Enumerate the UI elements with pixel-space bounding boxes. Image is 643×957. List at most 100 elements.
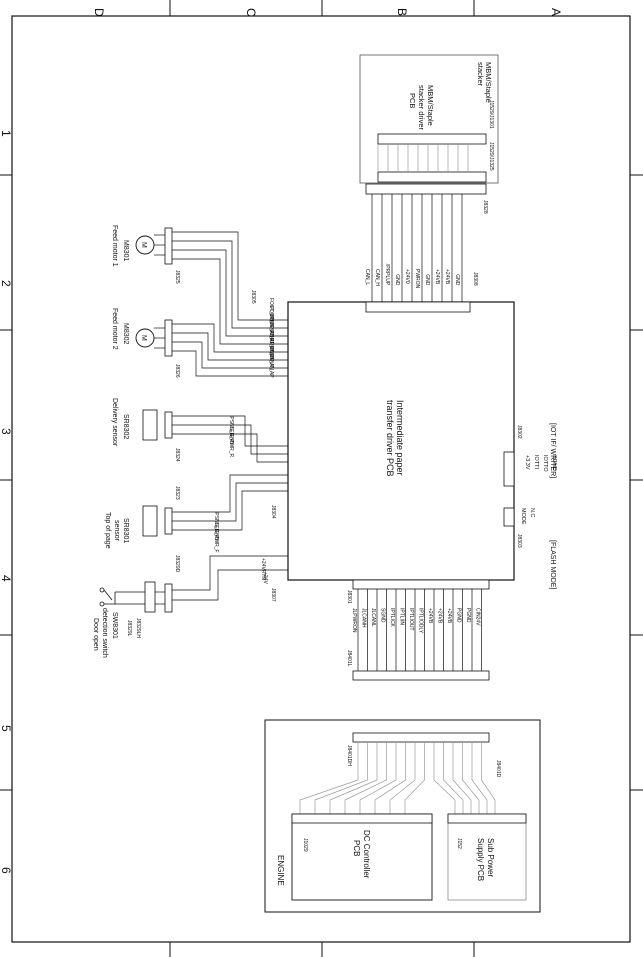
engine-wires [299, 589, 496, 814]
motor-signal-rout-bp: ROUT_BP [268, 338, 274, 362]
top-sensor-code: SR8301 [122, 518, 129, 543]
delivery-signal-0: PSNS_R [228, 416, 234, 436]
j8329d-connector [164, 583, 173, 613]
top-wire-1 [172, 482, 288, 522]
stacker-signal-6: GND [424, 274, 430, 286]
switch-wire-0 [172, 555, 288, 591]
motor-wire-6 [172, 341, 288, 369]
sub-power-supply-pcb [447, 813, 527, 901]
frame-number-6: 6 [0, 867, 13, 874]
stacker-conn-c: J8328 [482, 200, 488, 214]
dc-controller-line1: DC Controller [362, 830, 371, 879]
motor-signal-fout-an: FOUT_AN [268, 314, 274, 338]
engine-signal-11: PGND [456, 608, 462, 623]
engine-lower-wire-3 [344, 742, 387, 814]
j8329l-connector [144, 581, 156, 613]
engine-lower-wire-7 [404, 742, 425, 814]
delivery-signal-1: GND [228, 433, 234, 445]
feed-motor-1-m: M [140, 242, 147, 248]
door-switch-symbol [99, 587, 116, 607]
top-wire-2 [172, 490, 288, 531]
pcb-label-line2: transfer driver PCB [385, 400, 395, 477]
engine-signal-4: IPTLICK [389, 608, 395, 628]
conn-j8323: J8323 [174, 486, 180, 500]
feed-motor-1-name: Feed motor 1 [111, 225, 118, 267]
engine-lower-wire-5 [374, 742, 406, 814]
door-switch-line2: detection switch [101, 608, 108, 658]
stacker-pcb-line3: PCB [408, 93, 417, 108]
motor-wire-0 [172, 231, 288, 321]
pcb-label-line1: Intermediate paper [395, 400, 405, 476]
frame-letter-c: C [244, 8, 258, 17]
motor-wire-4 [172, 323, 288, 353]
engine-signal-13: CIN24V [475, 608, 481, 626]
motor-wire-7 [172, 350, 288, 377]
top-wire-0 [172, 474, 288, 513]
switch-wires [115, 555, 288, 605]
frame-number-4: 4 [0, 575, 13, 582]
stacker-pcb-line1: MBM/Staple [426, 85, 435, 126]
feed-motor-2-code: M8302 [122, 323, 129, 345]
stacker-signal-9: GND [454, 274, 460, 286]
door-switch-line1: Door open [92, 618, 99, 651]
stacker-box [359, 54, 499, 184]
engine-signal-7: IPTLIODLY [418, 608, 424, 634]
conn-j8326: J8326 [174, 364, 180, 378]
delivery-wire-2 [172, 433, 288, 463]
engine-signal-5: IPTLIIN [399, 608, 405, 625]
frame-letter-d: D [92, 8, 106, 17]
motor-signal-fout-ap: FOUT_AP [268, 322, 274, 346]
stacker-signal-5: PWRON [414, 269, 420, 289]
flash-signal-1: N.C [529, 508, 535, 518]
stacker-conn-b: J1529/J1325 [488, 142, 494, 171]
stacker-box-line1: MBM/Staple [484, 62, 493, 103]
motor-wire-3 [172, 258, 288, 345]
conn-j8329lh: J8329LH [135, 618, 141, 638]
stacker-signal-7: +24VB [434, 269, 440, 285]
conn-j8324: J8324 [174, 448, 180, 462]
stacker-signal-2: /PRPLUP [384, 264, 390, 286]
engine-lower-wire-13 [481, 742, 496, 814]
engine-lower-wire-0 [299, 742, 359, 814]
engine-box [264, 719, 541, 913]
top-sensor-line1: Top of page [104, 512, 111, 549]
frame-number-3: 3 [0, 428, 13, 435]
delivery-sensor-name: Delivery sensor [111, 398, 118, 447]
motor-signal-fout-bp: FOUT_BP [268, 306, 274, 330]
conn-j8401d: J8401D [495, 760, 501, 778]
feed-motor-2-name: Feed motor 2 [111, 308, 118, 350]
stacker-signal-8: +24VB [444, 269, 450, 285]
conn-j8329d: J8329D [174, 555, 180, 573]
engine-signal-10: +24VB [446, 608, 452, 624]
stacker-signal-3: GND [394, 274, 400, 286]
stacker-cable-connector-top [377, 171, 487, 183]
flash-signal-0: MODE [520, 508, 526, 525]
engine-lower-wire-10 [452, 742, 472, 814]
conn-j8302: J8302 [516, 425, 522, 439]
engine-signal-3: SGND [380, 608, 386, 623]
conn-j8401dh: J8401DH [346, 745, 352, 766]
conn-j8307: J8307 [270, 588, 276, 602]
dc-controller-pcb [291, 813, 433, 901]
engine-signal-0: JLPWRON [351, 608, 357, 633]
conn-j8325: J8325 [174, 270, 180, 284]
top-signal-2: LED_PWR_F [213, 523, 219, 553]
delivery-sensor-code: SR8302 [122, 414, 129, 439]
motor-wire-1 [172, 240, 288, 329]
stacker-cable-connector-bottom [365, 183, 487, 195]
frame-number-1: 1 [0, 130, 13, 137]
switch-wire-1 [172, 569, 288, 601]
motor-signal-rout-ap: ROUT_AP [268, 354, 274, 378]
frame-letter-a: A [549, 8, 563, 16]
iot-signal-0: +3.3V [524, 455, 530, 470]
top-signal-1: GND [213, 529, 219, 541]
conn-j8329l: J8329L [126, 620, 132, 637]
iot-label: [IOT IF/ WRITER] [549, 423, 556, 478]
flash-label: [FLASH MODE] [549, 540, 556, 589]
engine-signal-1: JLCANH [361, 608, 367, 628]
conn-j8304: J8304 [270, 505, 276, 519]
